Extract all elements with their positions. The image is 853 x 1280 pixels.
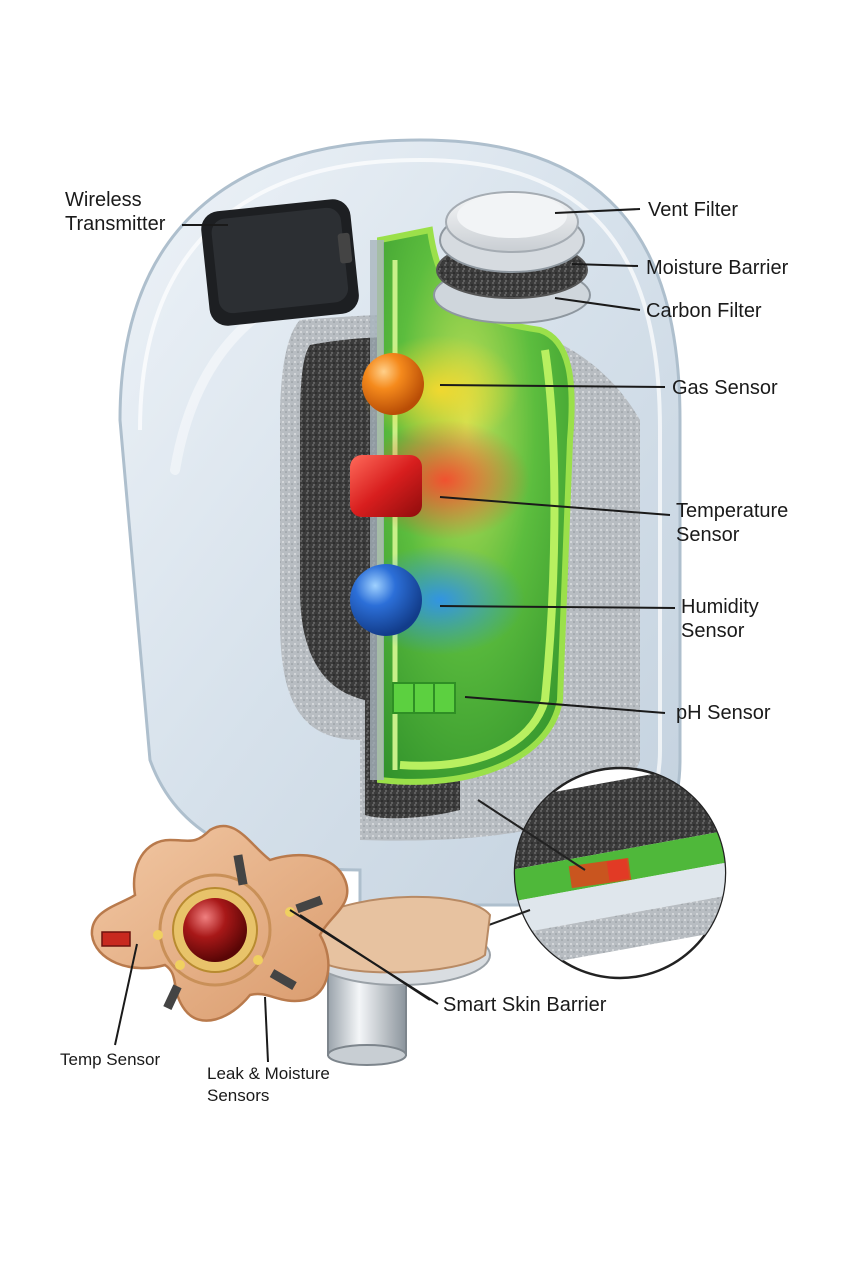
humidity-sensor — [350, 564, 422, 636]
label-wireless-transmitter-line-2: Transmitter — [65, 213, 166, 235]
leader-temp-sensor — [114, 943, 138, 1046]
label-carbon-filter: Carbon Filter — [646, 300, 762, 322]
wireless-transmitter — [201, 199, 359, 326]
leader-carbon-filter — [554, 297, 641, 311]
leader-ph-sensor — [464, 696, 666, 714]
label-humidity-sensor: Humidity Sensor — [681, 595, 759, 643]
ph-sensor — [392, 682, 456, 714]
smart-skin-barrier-wafer — [90, 824, 349, 1022]
label-humidity-sensor-line-2: Sensor — [681, 620, 745, 642]
central-sensor-gem — [183, 898, 247, 962]
label-temperature-sensor-line-1: Temperature — [676, 500, 789, 522]
label-ph-sensor: pH Sensor — [676, 702, 771, 724]
magnified-inset — [513, 766, 727, 980]
leader-temperature-sensor — [439, 496, 671, 516]
label-vent-filter: Vent Filter — [648, 199, 739, 221]
leader-smart-skin-barrier-2 — [299, 914, 431, 1001]
leader-vent-filter — [554, 208, 641, 214]
temperature-sensor — [350, 455, 422, 517]
label-gas-sensor: Gas Sensor — [672, 377, 778, 399]
label-humidity-sensor-line-1: Humidity — [681, 596, 759, 618]
vent-filter-stack — [433, 191, 591, 324]
gas-sensor — [362, 353, 424, 415]
label-temp-sensor: Temp Sensor — [60, 1050, 161, 1069]
label-smart-skin-barrier: Smart Skin Barrier — [443, 994, 607, 1016]
leader-moisture-barrier — [571, 263, 639, 267]
leader-leak-moisture — [264, 996, 269, 1063]
label-temperature-sensor: Temperature Sensor — [676, 499, 788, 547]
inset-connector-top — [477, 799, 586, 871]
label-leak-moisture-line-2: Sensors — [207, 1086, 270, 1105]
leader-gas-sensor — [439, 384, 666, 388]
label-wireless-transmitter: Wireless Transmitter — [65, 188, 165, 236]
label-leak-moisture-sensors: Leak & Moisture Sensors — [207, 1063, 330, 1107]
leader-humidity-sensor — [439, 605, 676, 609]
barrier-flange-ring — [308, 895, 492, 986]
label-leak-moisture-line-1: Leak & Moisture — [207, 1064, 330, 1083]
label-moisture-barrier: Moisture Barrier — [646, 257, 789, 279]
label-wireless-transmitter-line-1: Wireless — [65, 189, 142, 211]
label-temperature-sensor-line-2: Sensor — [676, 524, 740, 546]
leader-lines — [114, 208, 676, 1063]
